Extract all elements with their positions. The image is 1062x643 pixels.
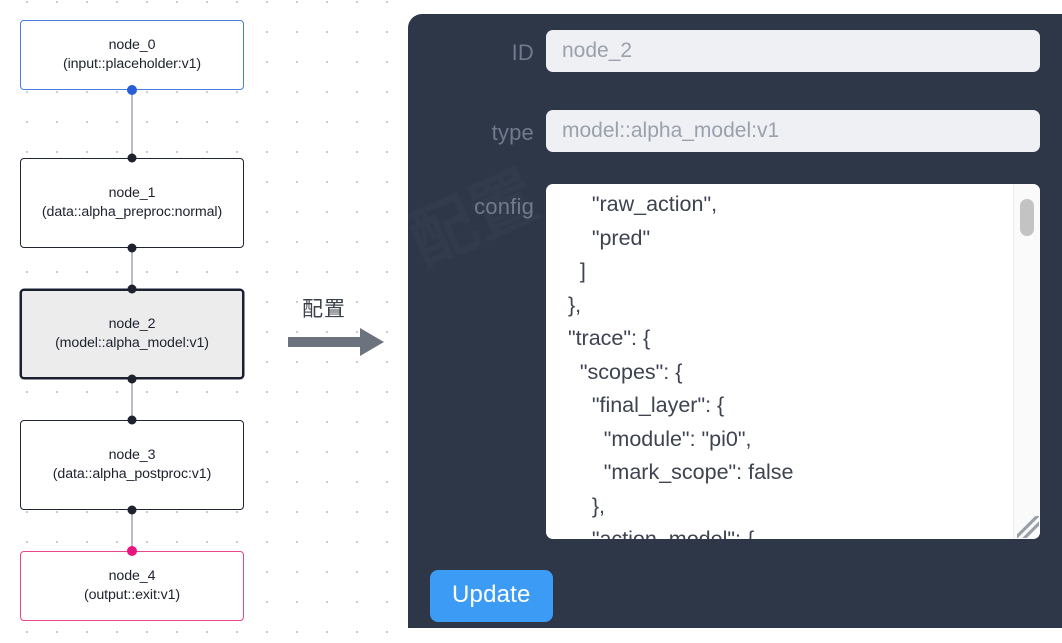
graph-canvas[interactable]: node_0 (input::placeholder:v1) node_1 (d… (0, 0, 408, 643)
id-field-label: ID (511, 40, 534, 65)
graph-node-node_2-handle-top[interactable] (127, 284, 137, 294)
graph-node-node_1-id: node_1 (108, 185, 156, 201)
graph-node-node_3-type: (data::alpha_postproc:v1) (52, 466, 212, 482)
right-arrow-icon (288, 328, 384, 356)
graph-node-node_4-type: (output::exit:v1) (83, 587, 181, 603)
graph-node-node_1-handle-top[interactable] (127, 153, 137, 163)
graph-node-node_3-handle-bottom[interactable] (127, 505, 137, 515)
graph-node-node_2-type: (model::alpha_model:v1) (55, 335, 209, 351)
field-row-config: config (430, 184, 1040, 539)
graph-node-node_0-type: (input::placeholder:v1) (62, 56, 202, 72)
graph-node-node_1-label: node_1 (data::alpha_preproc:normal) (28, 184, 236, 222)
graph-node-node_2-id: node_2 (108, 316, 156, 332)
edge-node1-node2 (131, 248, 133, 288)
graph-node-node_1[interactable]: node_1 (data::alpha_preproc:normal) (20, 158, 244, 248)
edge-node2-node3 (131, 379, 133, 419)
id-input[interactable] (546, 30, 1040, 72)
graph-node-node_4-label: node_4 (output::exit:v1) (28, 567, 236, 605)
field-row-id: ID (430, 30, 1040, 72)
graph-node-node_4-handle-top[interactable] (127, 546, 137, 556)
graph-node-node_1-handle-bottom[interactable] (127, 243, 137, 253)
graph-node-node_3[interactable]: node_3 (data::alpha_postproc:v1) (20, 420, 244, 510)
graph-node-node_0[interactable]: node_0 (input::placeholder:v1) (20, 20, 244, 90)
graph-node-node_2[interactable]: node_2 (model::alpha_model:v1) (20, 289, 244, 379)
graph-node-node_2-label: node_2 (model::alpha_model:v1) (29, 315, 235, 353)
config-textarea-wrapper (546, 184, 1040, 539)
config-scrollbar-thumb[interactable] (1020, 199, 1034, 236)
graph-node-node_3-id: node_3 (108, 447, 156, 463)
graph-node-node_0-id: node_0 (108, 37, 156, 53)
graph-node-node_3-handle-top[interactable] (127, 415, 137, 425)
config-field-label: config (474, 194, 534, 219)
type-input[interactable] (546, 110, 1040, 152)
graph-node-node_3-label: node_3 (data::alpha_postproc:v1) (28, 446, 236, 484)
config-resize-grip-icon[interactable] (1017, 516, 1039, 538)
graph-node-node_2-handle-bottom[interactable] (127, 374, 137, 384)
flow-arrow-group: 配置 (288, 293, 398, 363)
config-textarea[interactable] (546, 184, 1014, 539)
config-scrollbar[interactable] (1013, 184, 1040, 539)
type-field-label: type (491, 120, 534, 145)
graph-node-node_4-id: node_4 (108, 568, 156, 584)
graph-node-node_1-type: (data::alpha_preproc:normal) (41, 204, 223, 220)
edge-node0-node1 (131, 90, 133, 158)
graph-node-node_0-label: node_0 (input::placeholder:v1) (28, 36, 236, 74)
node-config-panel: 配置 ID type config Update (408, 14, 1062, 628)
update-button[interactable]: Update (430, 570, 553, 622)
edge-node3-node4 (131, 510, 133, 550)
graph-node-node_4[interactable]: node_4 (output::exit:v1) (20, 551, 244, 621)
graph-node-node_0-handle-bottom[interactable] (127, 85, 137, 95)
flow-arrow-label: 配置 (302, 297, 346, 321)
field-row-type: type (430, 110, 1040, 152)
